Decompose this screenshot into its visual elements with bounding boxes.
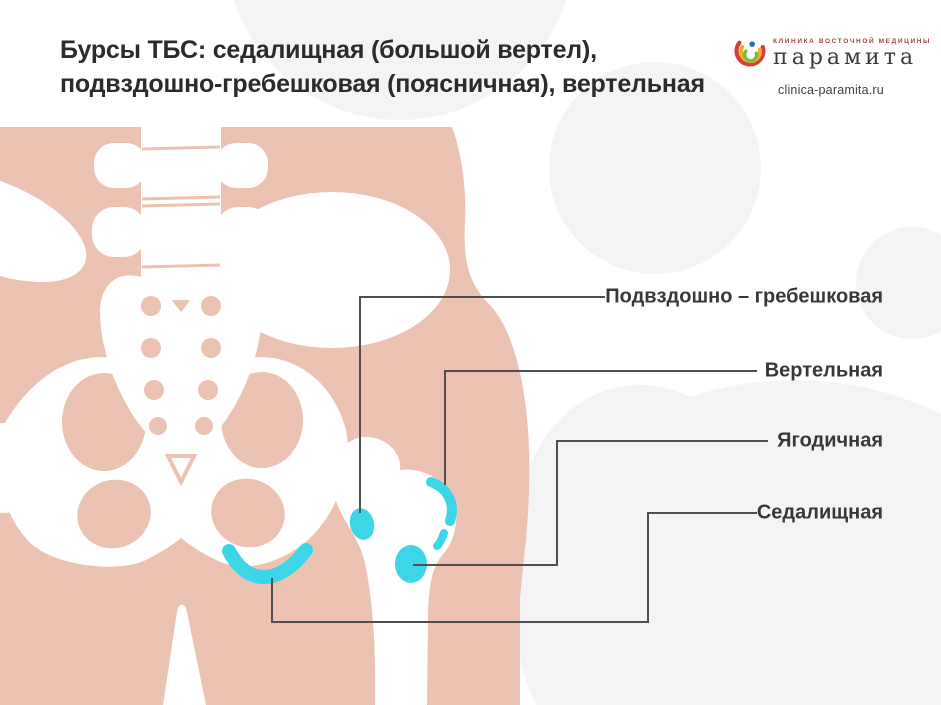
clinic-url: clinica-paramita.ru [778, 83, 884, 97]
trochanteric-connector [444, 370, 757, 485]
label-trochanteric-bursa: Вертельная [764, 359, 883, 382]
between-legs-gap [163, 604, 206, 705]
clinic-logo: клиника восточной медицины парамита clin… [731, 28, 931, 97]
gluteal-connector [413, 440, 768, 566]
page-title-line2: подвздошно-гребешковая (поясничная), вер… [60, 70, 705, 98]
waist-notches [0, 169, 450, 348]
iliopectineal-connector [359, 296, 605, 513]
background-blobs [233, 0, 941, 705]
label-ischial-bursa: Седалищная [756, 501, 883, 524]
gluteal-bursa-highlight [395, 545, 427, 583]
lumbar-spine [92, 120, 270, 300]
clinic-tagline: клиника восточной медицины [773, 38, 931, 45]
label-gluteal-bursa: Ягодичная [777, 429, 883, 452]
trochanteric-bursa-highlight-lower [433, 529, 448, 550]
bursa-highlights [222, 477, 457, 585]
coccyx [164, 454, 198, 487]
ischial-connector [271, 512, 757, 623]
sacral-foramina [141, 296, 221, 435]
clinic-name: парамита [773, 45, 918, 70]
label-iliopectineal-bursa: Подвздошно – гребешковая [605, 285, 883, 308]
iliopectineal-bursa-highlight [349, 508, 375, 540]
right-femur [332, 436, 457, 705]
connector-lines [271, 296, 768, 623]
ischial-bursa-highlight [222, 543, 313, 585]
trochanteric-bursa-highlight [426, 477, 457, 526]
sacrum [100, 275, 262, 487]
left-femur-head [0, 423, 44, 513]
lotus-swirl-icon [734, 40, 766, 67]
page-title-line1: Бурсы ТБС: седалищная (большой вертел), [60, 36, 597, 64]
page-title: Бурсы ТБС: седалищная (большой вертел), … [60, 33, 740, 101]
